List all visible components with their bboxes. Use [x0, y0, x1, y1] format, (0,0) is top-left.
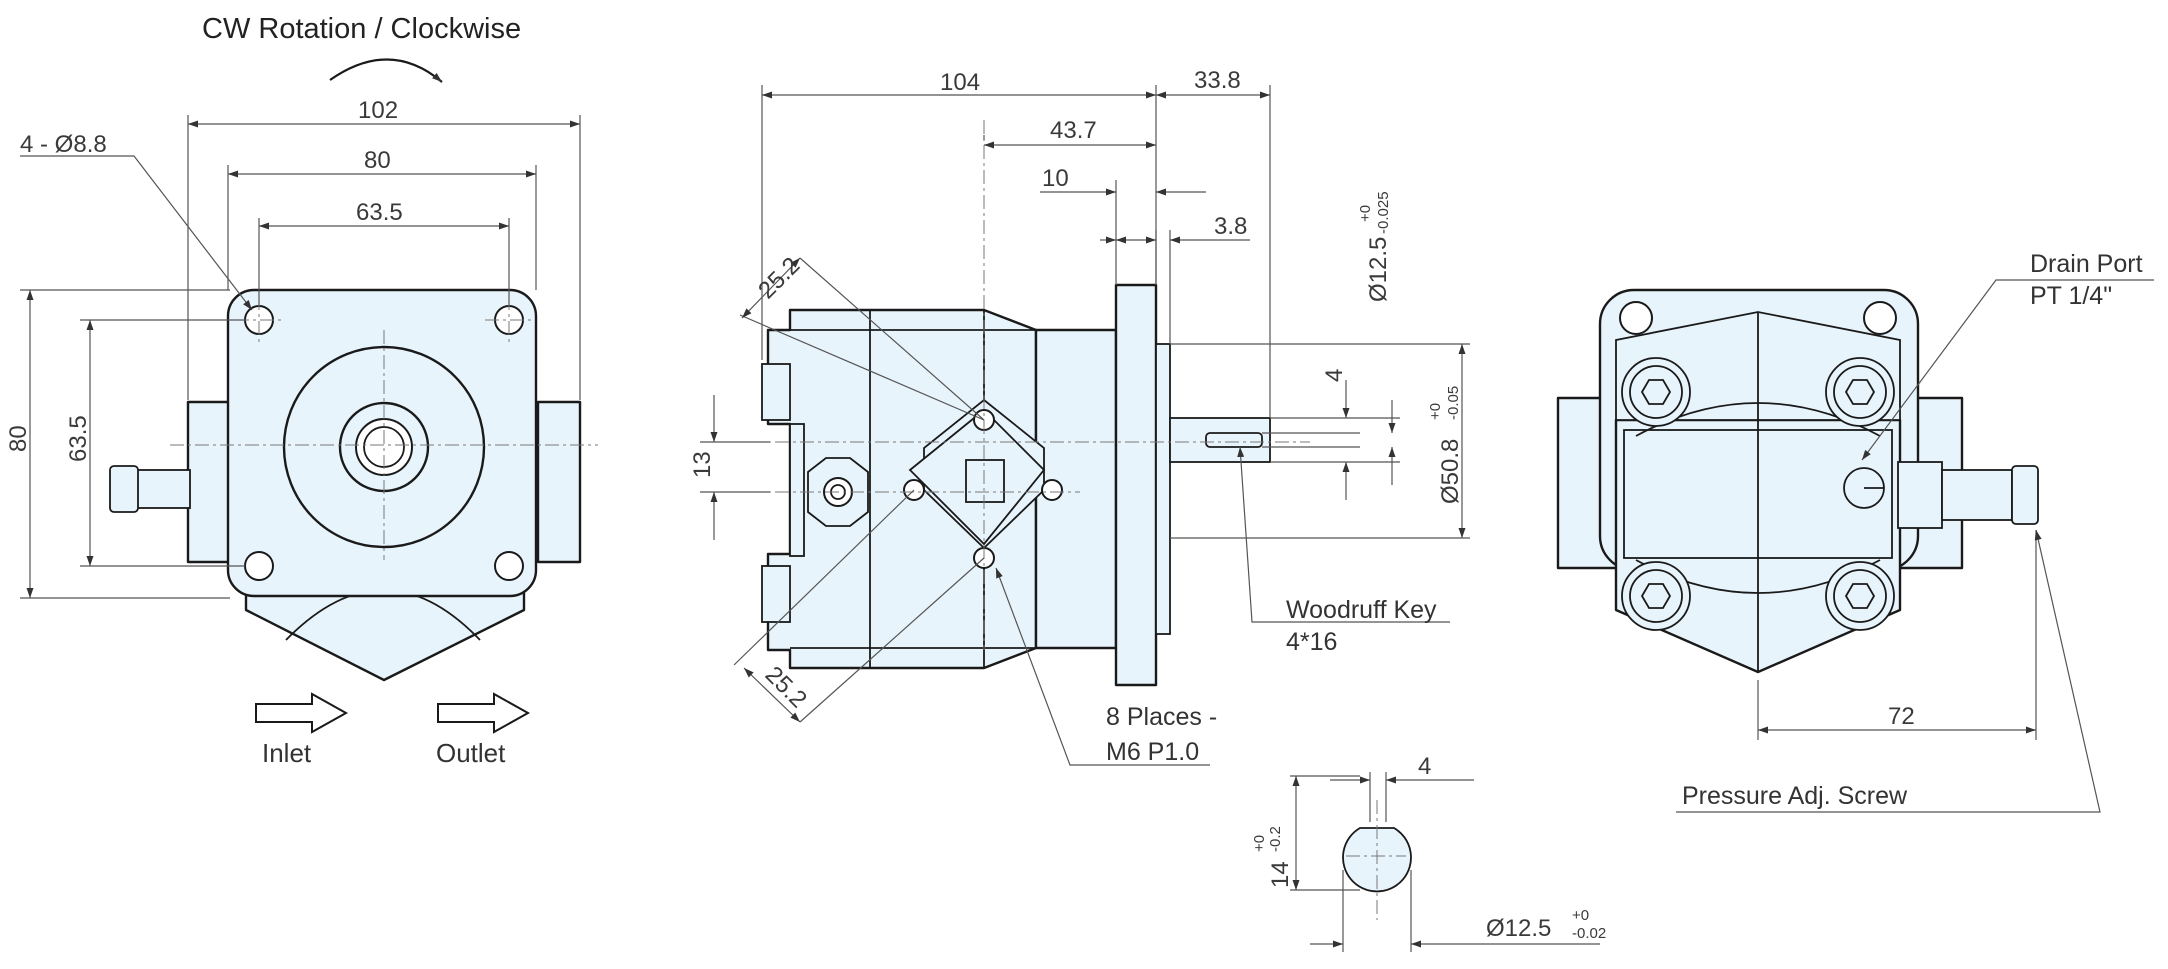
- dim-104: 104: [940, 69, 980, 96]
- hole-callout: 4 - Ø8.8: [20, 131, 107, 158]
- section-dim-4: 4: [1418, 753, 1431, 780]
- rear-view: [1556, 279, 2154, 813]
- front-view: [20, 115, 598, 734]
- shaft-section-view: [1290, 772, 1600, 952]
- dim-63-5-horizontal: 63.5: [356, 199, 403, 226]
- section-tol-lower: -0.2: [1267, 826, 1284, 852]
- rotation-arrow: [329, 58, 443, 83]
- rotation-title: CW Rotation / Clockwise: [202, 13, 521, 45]
- side-view: [700, 85, 1470, 766]
- woodruff-key-size: 4*16: [1286, 628, 1337, 656]
- section-dia-tol-lower: -0.02: [1572, 925, 1606, 942]
- section-tol-upper: +0: [1251, 835, 1268, 852]
- thread-label: M6 P1.0: [1106, 738, 1199, 766]
- inlet-arrow-icon: [255, 692, 349, 734]
- dim-3-8: 3.8: [1214, 213, 1247, 240]
- dim-10: 10: [1042, 165, 1069, 192]
- outlet-arrow-icon: [437, 692, 531, 734]
- dim-80-vertical: 80: [5, 425, 32, 452]
- pilot-tol-upper: +0: [1427, 403, 1444, 420]
- dim-4-shaft: 4: [1321, 369, 1348, 382]
- dim-33-8: 33.8: [1194, 67, 1241, 94]
- dim-80-horizontal: 80: [364, 147, 391, 174]
- dim-63-5-vertical: 63.5: [65, 415, 92, 462]
- shaft-tol-upper: +0: [1357, 205, 1374, 222]
- drain-port-thread: PT 1/4": [2030, 282, 2112, 310]
- section-dia-tol-upper: +0: [1572, 907, 1589, 924]
- inlet-label: Inlet: [262, 738, 312, 768]
- pilot-tol-lower: -0.05: [1445, 386, 1462, 420]
- shaft-diameter: Ø12.5: [1365, 237, 1392, 302]
- outlet-label: Outlet: [436, 738, 506, 768]
- dim-43-7: 43.7: [1050, 117, 1097, 144]
- woodruff-key-label: Woodruff Key: [1286, 596, 1437, 624]
- places-label: 8 Places -: [1106, 703, 1217, 731]
- section-diameter: Ø12.5: [1486, 915, 1551, 942]
- drain-port-label: Drain Port: [2030, 250, 2143, 278]
- pilot-diameter: Ø50.8: [1437, 439, 1464, 504]
- dim-72: 72: [1888, 703, 1915, 730]
- dim-13: 13: [689, 451, 716, 478]
- shaft-tol-lower: -0.025: [1375, 191, 1392, 234]
- dim-102: 102: [358, 97, 398, 124]
- pressure-adj-screw-label: Pressure Adj. Screw: [1682, 782, 1908, 810]
- section-dim-14: 14: [1267, 861, 1294, 888]
